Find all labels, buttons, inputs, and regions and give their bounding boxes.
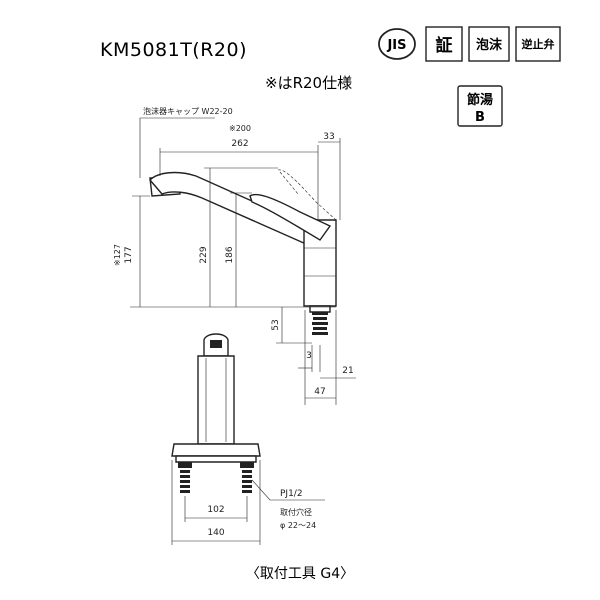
offset-3-label: 3 <box>306 351 312 361</box>
svg-text:節湯: 節湯 <box>467 92 493 108</box>
faucet-side-view <box>149 169 337 335</box>
offset-21-label: 21 <box>342 366 353 376</box>
svg-text:B: B <box>475 110 485 125</box>
aerator-cap-label: 泡沫器キャップ W22-20 <box>143 106 233 116</box>
shank-length-label: 53 <box>271 319 281 330</box>
svg-text:泡沫: 泡沫 <box>476 37 503 53</box>
total-height-label: 229 <box>199 246 209 263</box>
reach-label: 262 <box>231 139 248 149</box>
hole-range-label: φ 22～24 <box>280 521 316 530</box>
front-dimensions <box>171 460 325 545</box>
base-width-label: 47 <box>314 387 325 397</box>
r20-note: ※はR20仕様 <box>265 74 352 92</box>
check-valve-badge: 逆止弁 <box>515 26 561 62</box>
jis-mark: JIS <box>378 28 416 60</box>
body-height-label: 186 <box>225 246 235 263</box>
hole-diameter-label: 取付穴径 <box>280 507 312 517</box>
tool-caption: 〈取付工具 G4〉 <box>246 566 354 582</box>
lever-offset-label: 33 <box>323 132 334 142</box>
spout-height-r20-label: ※127 <box>113 244 122 266</box>
pitch-label: 102 <box>207 505 224 515</box>
water-saving-badge: 節湯 B <box>457 85 503 127</box>
svg-text:証: 証 <box>436 35 453 56</box>
width-label: 140 <box>207 528 224 538</box>
reach-r20-label: ※200 <box>229 124 251 133</box>
model-title: KM5081T(R20) <box>100 39 247 61</box>
svg-text:JIS: JIS <box>386 38 406 53</box>
svg-text:逆止弁: 逆止弁 <box>522 37 555 51</box>
spout-height-label: 177 <box>124 246 134 263</box>
certified-badge: 証 <box>425 26 463 62</box>
foam-badge: 泡沫 <box>468 26 510 62</box>
faucet-front-view <box>171 333 261 493</box>
side-dimensions <box>130 117 356 405</box>
pipe-thread-label: PJ1/2 <box>280 489 303 499</box>
